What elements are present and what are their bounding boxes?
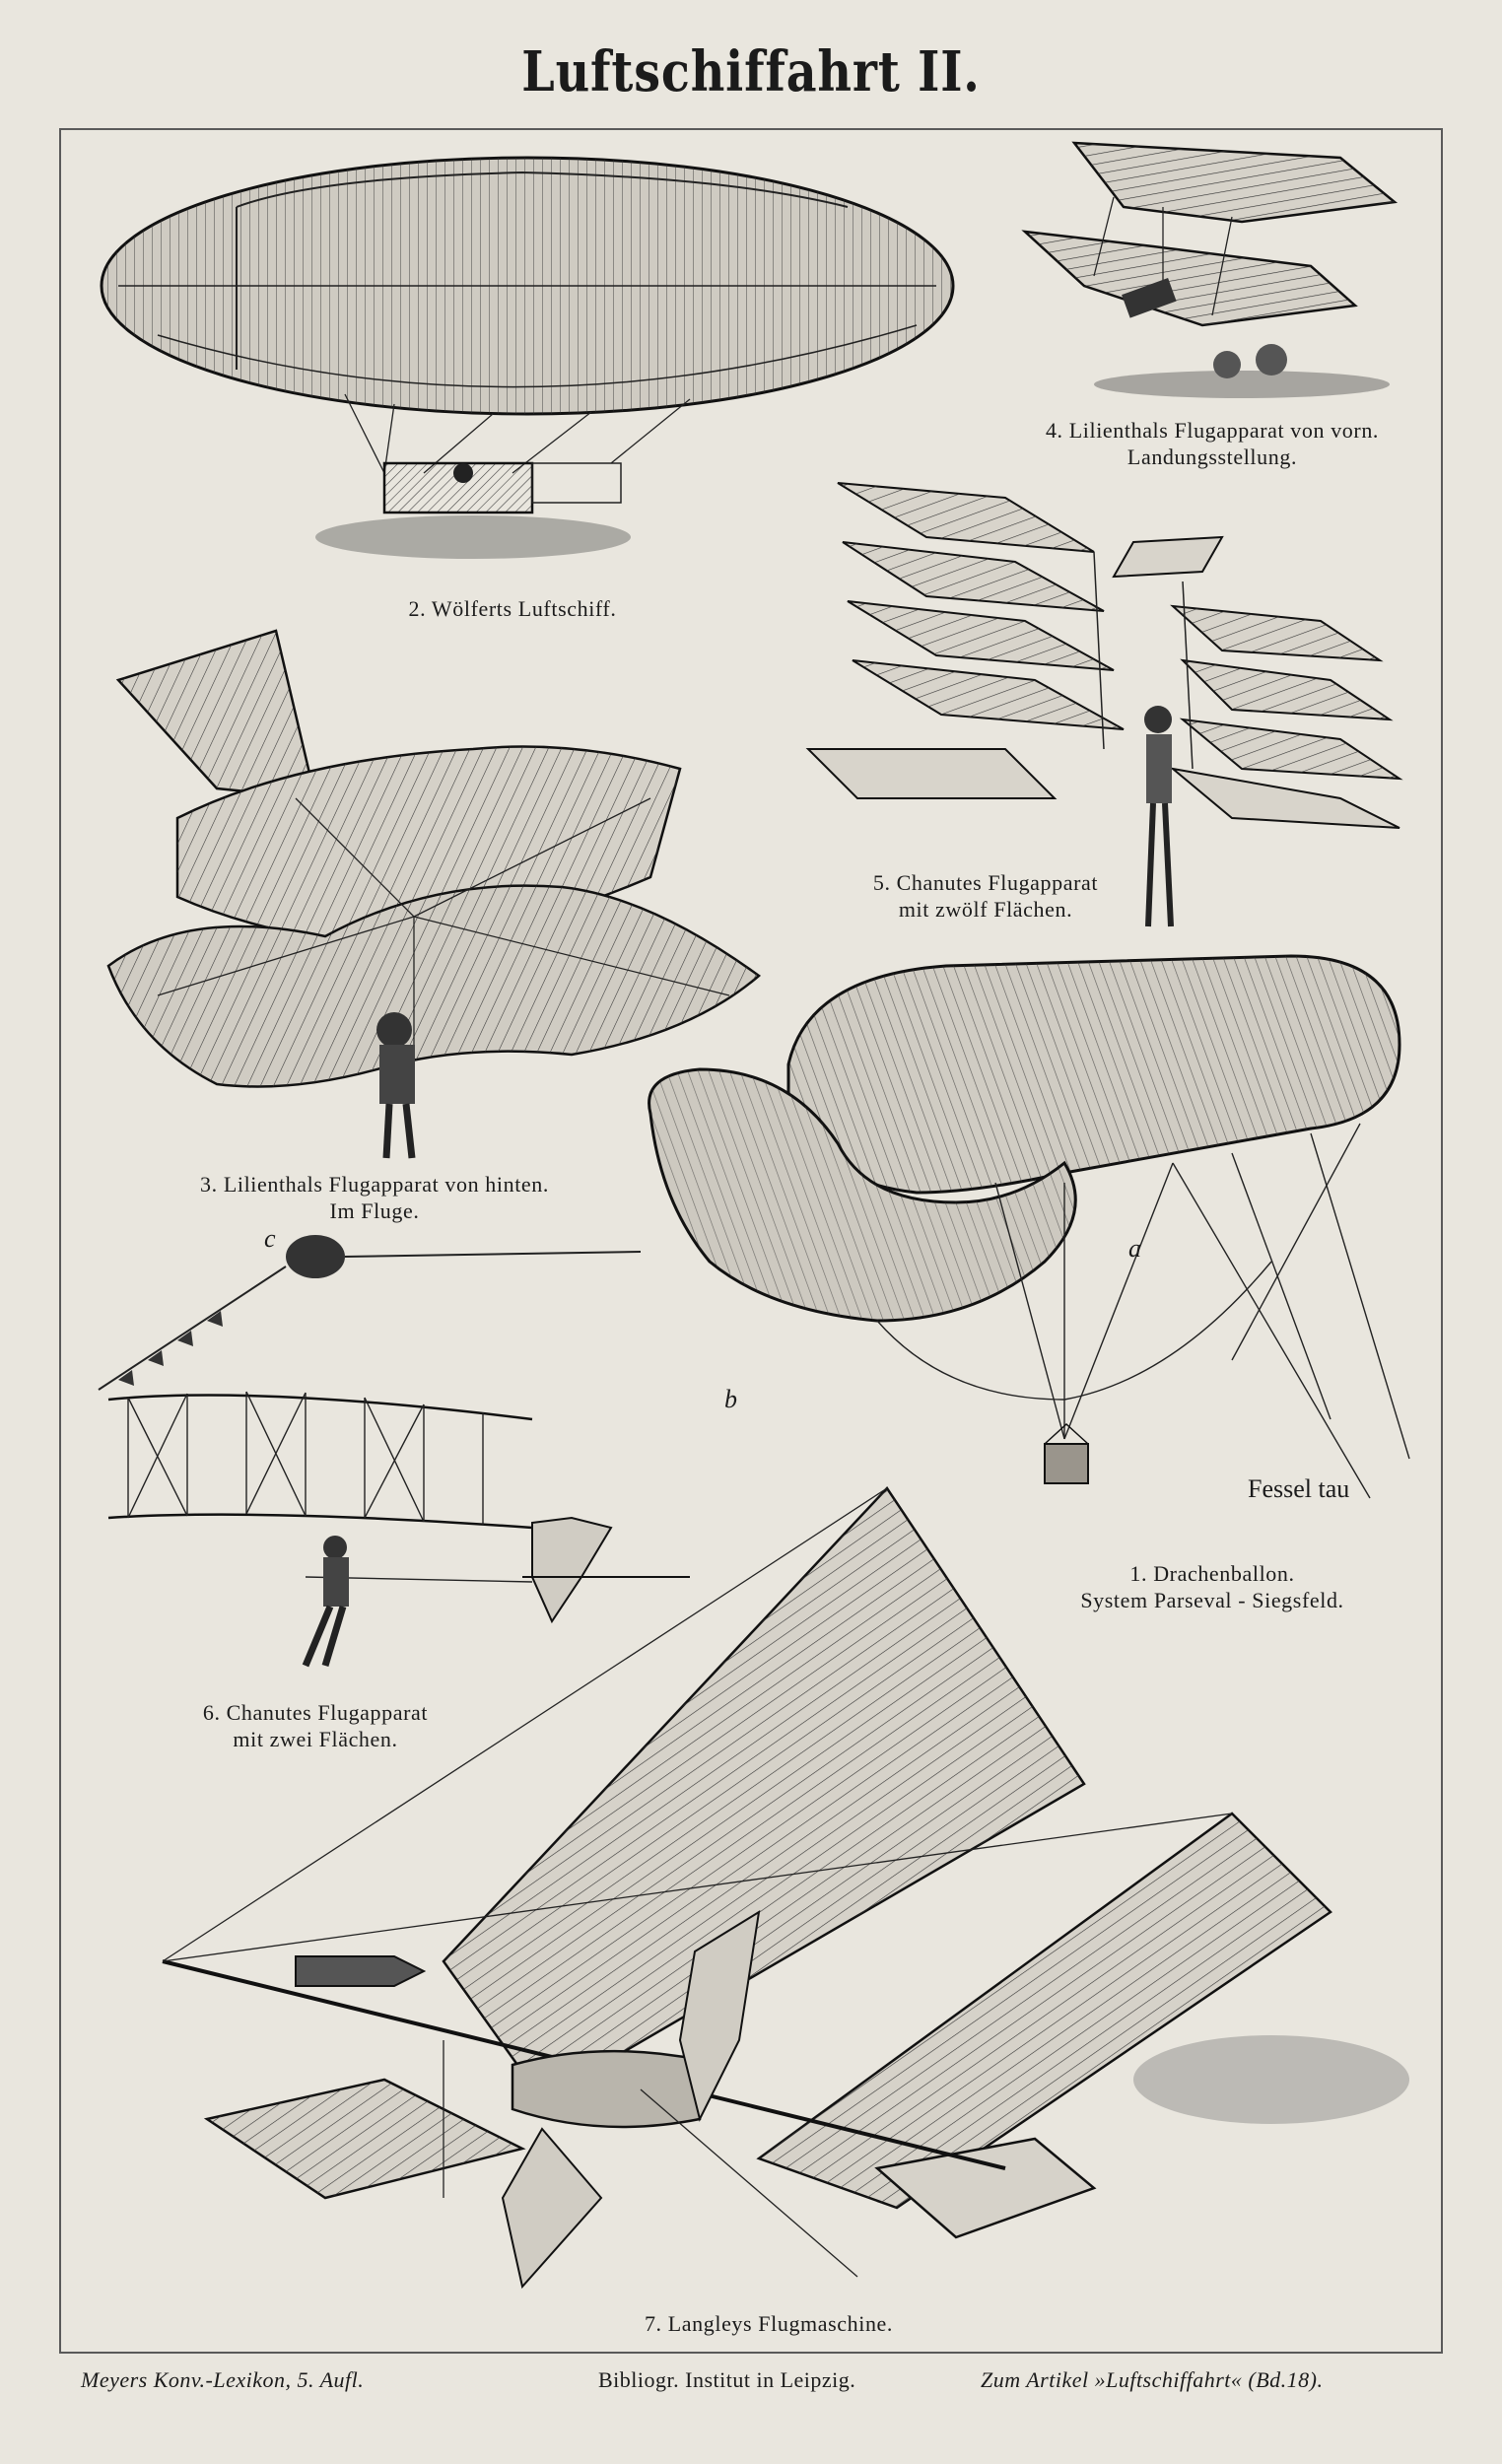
label-fessel-tau: Fessel tau [1248, 1474, 1350, 1503]
page-title: Luftschiffahrt II. [521, 39, 981, 104]
plate-frame [59, 128, 1443, 2354]
caption-chanute-twelve: 5. Chanutes Flugapparat mit zwölf Fläche… [872, 870, 1099, 922]
label-b: b [724, 1385, 737, 1413]
chanute-two-wing-illustration [107, 1380, 700, 1695]
lilienthal-rear-illustration [99, 621, 769, 1173]
caption-lilienthal-front: 4. Lilienthals Flugapparat von vorn. Lan… [1045, 418, 1380, 469]
label-a: a [1128, 1234, 1141, 1263]
langley-aerodrome-illustration [148, 1485, 1409, 2306]
footer-center: Bibliogr. Institut in Leipzig. [598, 2367, 856, 2392]
caption-lilienthal-rear: 3. Lilienthals Flugapparat von hinten. I… [200, 1172, 549, 1223]
footer-left: Meyers Konv.-Lexikon, 5. Aufl. [81, 2367, 365, 2392]
caption-langley: 7. Langleys Flugmaschine. [644, 2311, 894, 2336]
label-c: c [264, 1224, 276, 1253]
kite-tail-illustration [89, 1212, 642, 1409]
chanute-twelve-wing-illustration [805, 473, 1409, 936]
caption-woelfert: 2. Wölferts Luftschiff. [408, 596, 617, 621]
caption-chanute-two: 6. Chanutes Flugapparat mit zwei Flächen… [202, 1700, 429, 1751]
drachenballon-illustration [621, 946, 1410, 1567]
lilienthal-front-illustration [1015, 138, 1409, 414]
footer-right: Zum Artikel »Luftschiffahrt« (Bd.18). [981, 2367, 1324, 2392]
caption-drachenballon: 1. Drachenballon. System Parseval - Sieg… [1080, 1561, 1344, 1612]
woelfert-airship-illustration [99, 148, 966, 582]
